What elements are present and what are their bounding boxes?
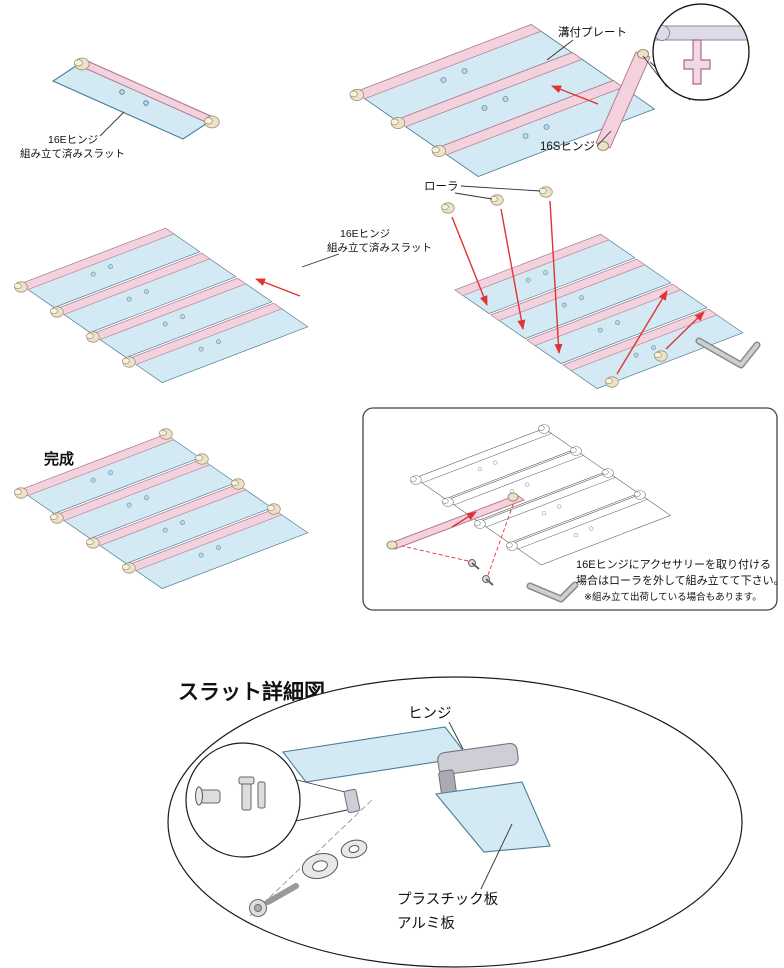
leader-line [546,39,574,61]
rivet-in-place [343,788,361,814]
slat-hole [119,89,125,95]
insert-axis [616,290,668,375]
roller-cap [159,428,173,440]
washer-large [301,853,339,879]
roller [604,376,619,388]
detail-line [290,809,348,823]
roller-cap [231,478,245,490]
plate-end-cap [637,49,649,59]
screw-shaft [485,578,494,586]
washer-hole [312,860,328,872]
hinge-16s-label: 16Sヒンジ [540,140,595,153]
hex-wrench-highlight [697,339,759,367]
roller-cap [74,57,90,71]
slide-arrow [255,278,301,297]
roller-cap [49,306,64,318]
roller [490,194,504,206]
screw-shaft [471,562,480,570]
roller-cap-outline [569,446,582,456]
roller-cap [195,453,209,465]
roller-cap [121,562,136,574]
roller [653,350,668,362]
slat-hole [143,100,149,106]
roller-cap [390,117,406,129]
plastic-plate-label: プラスチック板 [397,890,499,908]
inset-frame-outline [652,3,750,101]
roller-cap-outline [473,519,486,529]
strip-end-cap [507,492,519,502]
insert-arrow [551,85,599,105]
step3-label-line1: 16Eヒンジ [340,228,390,240]
roller-cap-outline [633,490,646,500]
insert-axis [549,200,563,354]
leader-line [454,192,493,200]
rivet-pin2 [257,781,266,809]
roller-cap [203,115,220,129]
roller-cap [121,356,136,368]
rivet-flange [195,786,203,806]
insert-axis [451,216,488,306]
roller-cap [49,512,64,524]
step1-label-line1: 16Eヒンジ [48,134,98,146]
step5-complete-diagram: 完成 [14,428,309,589]
detail-line [296,779,346,793]
step4-roller-insert-diagram: ローラ [424,181,761,389]
leader-line [596,130,612,147]
complete-label: 完成 [44,450,74,468]
roller-cap [431,145,447,157]
note-line3: ※組み立て出荷している場合もあります。 [584,591,762,603]
hinge-label: ヒンジ [408,706,452,722]
note-line1: 16Eヒンジにアクセサリーを取り付ける [576,558,771,571]
roller [441,202,455,214]
washer-hole [348,844,360,854]
rivet-sleeve [199,789,221,804]
step3-label-line2: 組み立て済みスラット [327,241,432,254]
roller-cap [267,503,281,515]
step3-join-slats-diagram: 16Eヒンジ 組み立て済みスラット [14,227,432,383]
hinge-clip-profile [683,39,711,85]
slat-detail-diagram: スラット詳細図 ヒンジ [167,676,743,968]
bolt-shaft [265,883,299,905]
step2-hinge-plate-diagram: 溝付プレート 16Sヒンジ [349,3,750,177]
washer-small [340,839,368,859]
leader-line [301,253,340,268]
rivet-pin-head [238,776,255,785]
fastener-inset-content [195,776,266,811]
leader-line [448,721,464,750]
roller-label: ローラ [424,181,459,193]
roller-cap-outline [505,541,518,551]
step1-single-slat-diagram: 16Eヒンジ 組み立て済みスラット [20,57,220,160]
attach-arrow [451,511,477,528]
roller [538,186,553,198]
screw-axis [401,545,469,562]
roller-cap-outline [409,475,422,485]
aluminum-sheet [434,781,551,853]
roller-cap-outline [537,424,550,434]
groove-plate-label: 溝付プレート [558,26,627,39]
leader-line [460,185,541,192]
leader-line [99,111,125,137]
roller-cap [349,89,365,101]
step1-label-line2: 組み立て済みスラット [20,147,125,160]
insert-axis [500,208,526,330]
roller-cap [14,281,28,293]
insert-axis [665,311,705,350]
roller-cap [85,537,100,549]
plate-end-cap [597,141,609,151]
note-line2: 場合はローラを外して組み立てて下さい。 [576,573,784,587]
detail-inset-circle [642,3,750,101]
strip-end-cap [386,540,398,550]
roller-cap [85,331,100,343]
hinge-body [437,742,519,776]
slat-panel [51,59,217,140]
accessory-note-box: 16Eヒンジにアクセサリーを取り付ける 場合はローラを外して組み立てて下さい。 … [362,407,784,611]
roller-cap [14,487,28,499]
aluminum-plate-label: アルミ板 [397,914,455,932]
hex-wrench-highlight [528,583,577,601]
roller-cap-outline [601,468,614,478]
leader-line [480,823,513,890]
bolt-socket [254,904,262,912]
roller-cap-outline [441,497,454,507]
